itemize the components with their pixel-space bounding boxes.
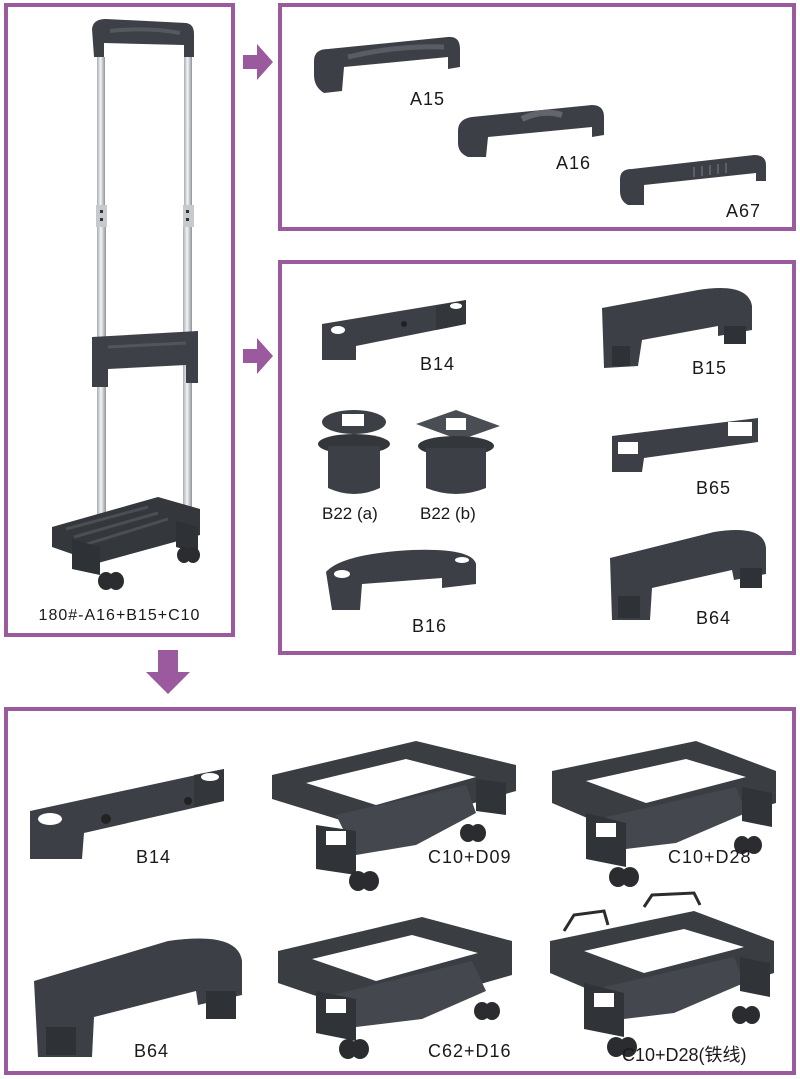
base-b14-label: B14 <box>136 847 172 867</box>
trolley-label: 180#-A16+B15+C10 <box>38 607 201 624</box>
handle-a16-image <box>458 105 604 157</box>
base-c10-d28-wire-image <box>550 891 774 1057</box>
arrow-down-icon <box>146 650 190 694</box>
trolley-panel: 180#-A16+B15+C10 <box>4 3 235 637</box>
part-b22a-image <box>318 410 390 494</box>
handle-a16-label: A16 <box>556 153 592 173</box>
handle-a15-image <box>314 36 460 93</box>
b-parts-panel: B14 B15 B22 (a) B22 (b) B65 B16 <box>278 260 796 655</box>
handles-panel: A15 A16 A67 <box>278 3 796 231</box>
part-b65-image <box>612 418 758 472</box>
part-b22b-label: B22 (b) <box>420 504 476 523</box>
handle-a67-label: A67 <box>726 201 762 221</box>
base-c10-d28-wire-label: C10+D28(铁线) <box>622 1045 747 1065</box>
bases-panel: B14 C10+D09 C10+D28 B64 <box>4 707 796 1075</box>
part-b64-label: B64 <box>696 608 732 628</box>
part-b14-image <box>322 300 466 360</box>
handle-a67-image <box>620 155 766 205</box>
base-c10-d28-label: C10+D28 <box>668 847 752 867</box>
part-b65-label: B65 <box>696 478 732 498</box>
part-b14-label: B14 <box>420 354 456 374</box>
part-b15-label: B15 <box>692 358 728 378</box>
arrow-right-icon <box>243 338 273 374</box>
part-b22a-label: B22 (a) <box>322 504 378 523</box>
base-c10-d09-image <box>272 741 516 891</box>
handle-a15-label: A15 <box>410 89 446 109</box>
base-c10-d09-label: C10+D09 <box>428 847 512 867</box>
part-b16-label: B16 <box>412 616 448 636</box>
base-c62-d16-label: C62+D16 <box>428 1041 512 1061</box>
arrow-right-icon <box>243 44 273 80</box>
base-b64-label: B64 <box>134 1041 170 1061</box>
trolley-illustration <box>52 19 200 590</box>
base-c10-d28-image <box>552 741 776 887</box>
part-b64-image <box>610 530 766 620</box>
part-b22b-image <box>416 410 500 494</box>
base-b64-image <box>34 938 242 1057</box>
part-b16-image <box>326 549 476 610</box>
base-c62-d16-image <box>278 917 512 1059</box>
base-b14-image <box>30 769 224 859</box>
part-b15-image <box>602 288 752 368</box>
